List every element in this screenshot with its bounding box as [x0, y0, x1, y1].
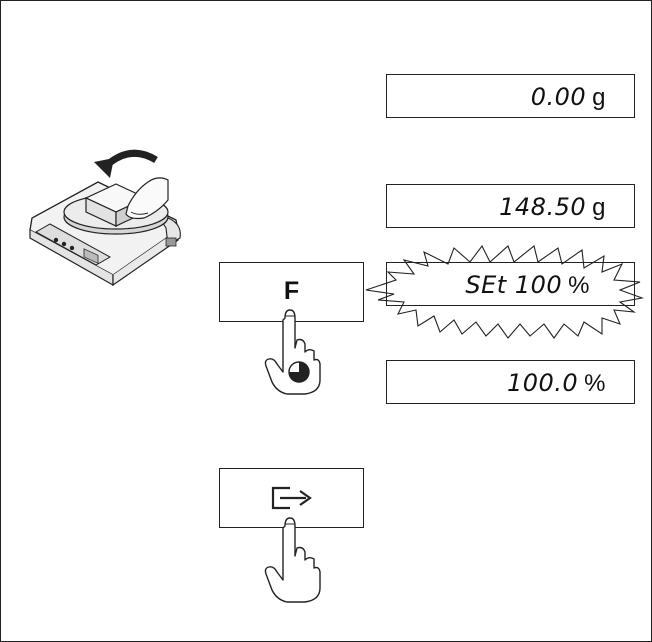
display-value: 148.50: [499, 193, 587, 221]
display-value: 100.0: [506, 369, 579, 397]
display-value: SEt 100: [465, 271, 563, 299]
display-unit: g: [592, 84, 606, 111]
balance-with-weight-icon: [29, 149, 181, 287]
hand-press-hold-icon: [264, 309, 321, 395]
display-unit: %: [584, 370, 606, 397]
display-percent: 100.0%: [386, 360, 635, 404]
display-unit: g: [592, 194, 606, 221]
display-value: 0.00: [530, 83, 587, 111]
enter-arrow-icon: [271, 486, 312, 510]
function-key-label: F: [283, 277, 300, 305]
hand-press-icon: [264, 517, 321, 603]
display-unit: %: [568, 272, 590, 299]
display-set-reference: SEt 100%: [386, 262, 635, 306]
